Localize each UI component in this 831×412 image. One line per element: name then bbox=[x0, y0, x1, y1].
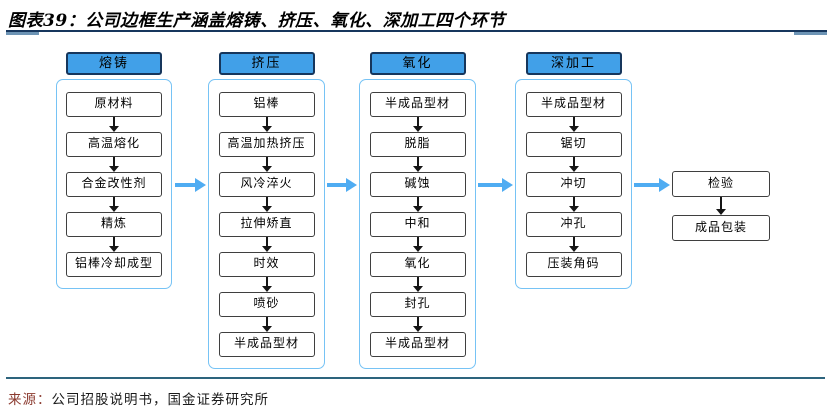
down-arrow-icon bbox=[109, 237, 119, 252]
stage-column-deep-processing: 深加工 半成品型材 锯切 冲切 冲孔 压装角码 bbox=[515, 52, 632, 289]
title-divider-accent-right bbox=[794, 32, 827, 35]
step-box: 封孔 bbox=[369, 292, 466, 317]
step-box: 合金改性剂 bbox=[66, 172, 162, 197]
stage-column-oxidation: 氧化 半成品型材 脱脂 碱蚀 中和 氧化 封孔 半成品型材 bbox=[359, 52, 476, 369]
down-arrow-icon bbox=[412, 197, 423, 212]
down-arrow-icon bbox=[412, 317, 423, 332]
final-steps-group: 检验 成品包装 bbox=[672, 171, 770, 241]
flow-arrow-head bbox=[502, 178, 513, 192]
title-divider-line bbox=[6, 30, 827, 32]
figure-title: 图表39：公司边框生产涵盖熔铸、挤压、氧化、深加工四个环节 bbox=[8, 11, 506, 31]
step-box: 脱脂 bbox=[369, 132, 466, 157]
step-box: 铝棒 bbox=[218, 92, 315, 117]
flow-arrow-shaft bbox=[327, 183, 348, 187]
down-arrow-icon bbox=[412, 277, 423, 292]
down-arrow-icon bbox=[568, 197, 579, 212]
stage-header-oxidation: 氧化 bbox=[369, 52, 466, 75]
step-box: 压装角码 bbox=[525, 252, 622, 277]
stage-container-deep-processing: 半成品型材 锯切 冲切 冲孔 压装角码 bbox=[515, 79, 632, 289]
step-box: 高温加热挤压 bbox=[218, 132, 315, 157]
down-arrow-icon bbox=[412, 237, 423, 252]
stage-column-extrusion: 挤压 铝棒 高温加热挤压 风冷淬火 拉伸矫直 时效 喷砂 半成品型材 bbox=[208, 52, 325, 369]
flow-arrow-shaft bbox=[175, 183, 197, 187]
down-arrow-icon bbox=[109, 157, 119, 172]
down-arrow-icon bbox=[261, 237, 272, 252]
title-divider-accent-left bbox=[6, 32, 39, 35]
down-arrow-icon bbox=[716, 197, 726, 215]
step-box-inspection: 检验 bbox=[672, 171, 770, 197]
down-arrow-icon bbox=[261, 117, 272, 132]
step-box: 时效 bbox=[218, 252, 315, 277]
flow-arrow-shaft bbox=[634, 183, 661, 187]
stage-header-extrusion: 挤压 bbox=[218, 52, 315, 75]
stage-container-extrusion: 铝棒 高温加热挤压 风冷淬火 拉伸矫直 时效 喷砂 半成品型材 bbox=[208, 79, 325, 369]
flow-arrow-right-icon bbox=[175, 178, 206, 192]
step-box: 原材料 bbox=[66, 92, 162, 117]
source-text: 公司招股说明书，国金证券研究所 bbox=[51, 392, 269, 408]
step-box: 氧化 bbox=[369, 252, 466, 277]
stage-container-oxidation: 半成品型材 脱脂 碱蚀 中和 氧化 封孔 半成品型材 bbox=[359, 79, 476, 369]
step-box: 精炼 bbox=[66, 212, 162, 237]
title-divider bbox=[6, 30, 827, 36]
flow-arrow-head bbox=[346, 178, 357, 192]
flow-arrow-right-icon bbox=[327, 178, 357, 192]
step-box: 拉伸矫直 bbox=[218, 212, 315, 237]
flow-arrow-right-icon bbox=[634, 178, 670, 192]
down-arrow-icon bbox=[261, 277, 272, 292]
step-box: 碱蚀 bbox=[369, 172, 466, 197]
stage-header-deep-processing: 深加工 bbox=[525, 52, 622, 75]
flow-arrow-head bbox=[659, 178, 670, 192]
source-line: 来源：公司招股说明书，国金证券研究所 bbox=[8, 388, 269, 408]
down-arrow-icon bbox=[109, 117, 119, 132]
step-box: 喷砂 bbox=[218, 292, 315, 317]
down-arrow-icon bbox=[261, 317, 272, 332]
step-box: 中和 bbox=[369, 212, 466, 237]
down-arrow-icon bbox=[568, 157, 579, 172]
down-arrow-icon bbox=[412, 117, 423, 132]
flow-arrow-head bbox=[195, 178, 206, 192]
step-box: 锯切 bbox=[525, 132, 622, 157]
step-box: 风冷淬火 bbox=[218, 172, 315, 197]
down-arrow-icon bbox=[568, 117, 579, 132]
step-box: 高温熔化 bbox=[66, 132, 162, 157]
step-box: 半成品型材 bbox=[369, 332, 466, 357]
flow-arrow-right-icon bbox=[478, 178, 513, 192]
down-arrow-icon bbox=[412, 157, 423, 172]
down-arrow-icon bbox=[261, 197, 272, 212]
step-box: 铝棒冷却成型 bbox=[66, 252, 162, 277]
step-box: 冲孔 bbox=[525, 212, 622, 237]
stage-header-melting-casting: 熔铸 bbox=[66, 52, 162, 75]
footer-divider bbox=[6, 377, 825, 379]
down-arrow-icon bbox=[109, 197, 119, 212]
step-box: 半成品型材 bbox=[218, 332, 315, 357]
step-box: 半成品型材 bbox=[525, 92, 622, 117]
step-box-packaging: 成品包装 bbox=[672, 215, 770, 241]
stage-container-melting-casting: 原材料 高温熔化 合金改性剂 精炼 铝棒冷却成型 bbox=[56, 79, 172, 289]
stage-column-melting-casting: 熔铸 原材料 高温熔化 合金改性剂 精炼 铝棒冷却成型 bbox=[56, 52, 172, 289]
down-arrow-icon bbox=[568, 237, 579, 252]
down-arrow-icon bbox=[261, 157, 272, 172]
step-box: 冲切 bbox=[525, 172, 622, 197]
flow-arrow-shaft bbox=[478, 183, 504, 187]
step-box: 半成品型材 bbox=[369, 92, 466, 117]
source-prefix-label: 来源： bbox=[8, 392, 52, 408]
